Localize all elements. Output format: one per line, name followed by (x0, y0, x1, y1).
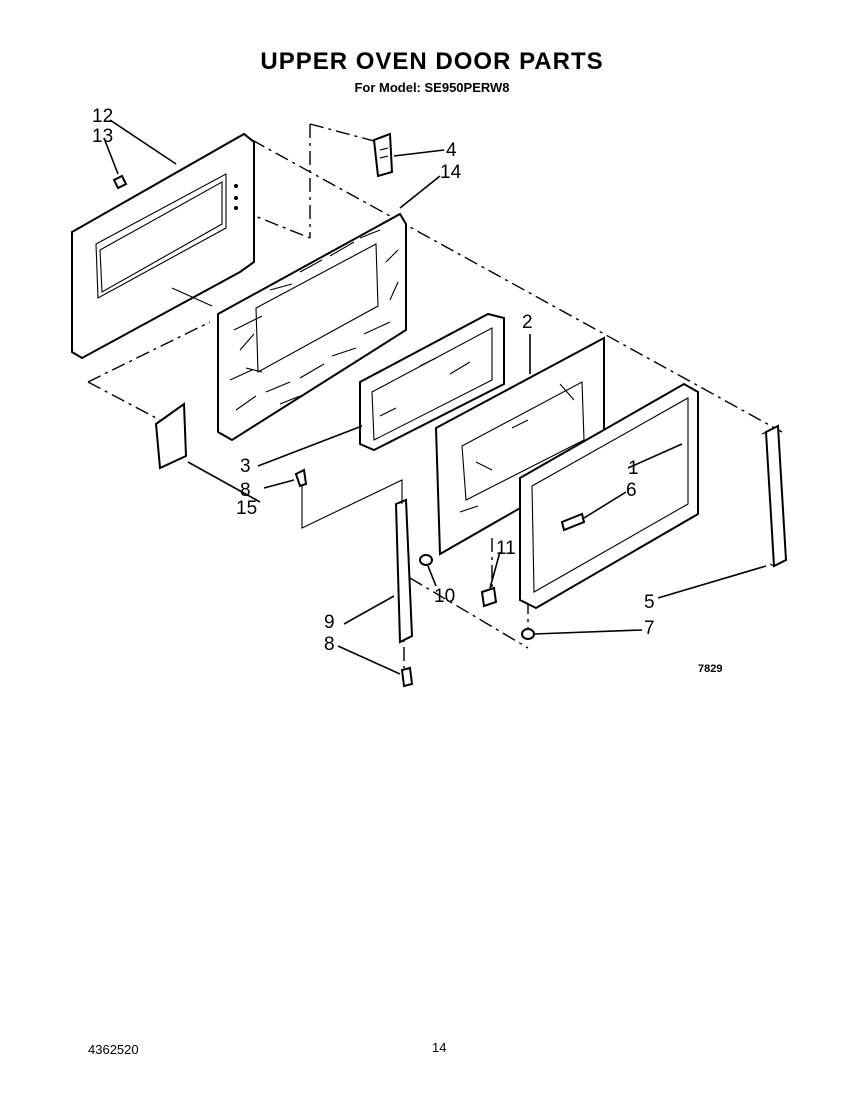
page-title: UPPER OVEN DOOR PARTS (260, 48, 604, 75)
hinge-cover (154, 402, 188, 470)
callout-7: 7 (644, 618, 655, 639)
document-number: 4362520 (88, 1042, 139, 1057)
callout-6: 6 (626, 480, 637, 501)
callout-2: 2 (522, 312, 533, 333)
figure-code: 7829 (698, 663, 722, 675)
clip-part (112, 174, 128, 190)
callout-1: 1 (628, 458, 639, 479)
leader-lines (103, 119, 767, 675)
callout-15: 15 (236, 498, 257, 519)
outer-door-frame (519, 382, 699, 610)
outer-glass (434, 336, 605, 556)
inner-door-panel (71, 132, 255, 360)
callout-4: 4 (446, 140, 457, 161)
callout-8-upper: 8 (240, 480, 251, 501)
callout-10: 10 (434, 586, 455, 607)
clip-11 (480, 586, 498, 608)
callout-11: 11 (496, 538, 516, 559)
callout-14: 14 (440, 162, 462, 183)
frame-bracket (560, 512, 586, 532)
screw-lower (400, 666, 414, 688)
callout-12: 12 (92, 106, 113, 127)
callout-8-lower: 8 (324, 634, 335, 655)
hinge-strip (394, 498, 414, 644)
model-subtitle: For Model: SE950PERW8 (354, 80, 510, 95)
screw-upper (294, 468, 308, 488)
callout-3: 3 (240, 456, 251, 477)
latch-bracket (372, 132, 394, 178)
callout-9: 9 (324, 612, 335, 633)
callout-13: 13 (92, 126, 113, 147)
callout-5: 5 (644, 592, 655, 613)
washer-10 (419, 554, 433, 566)
door-handle (761, 424, 788, 568)
inner-glass (359, 312, 505, 452)
washer-7 (521, 628, 535, 640)
page-number: 14 (432, 1040, 447, 1055)
insulation-frame (217, 212, 407, 442)
